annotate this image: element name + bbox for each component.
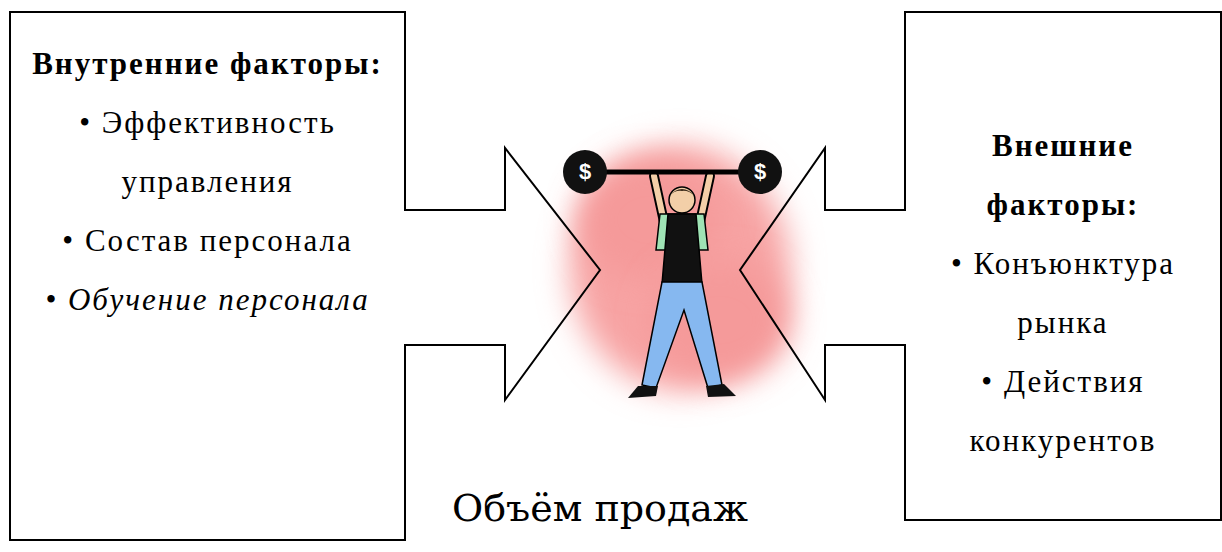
box-heading: Внутренние факторы: bbox=[32, 34, 383, 93]
factor-item: • Конъюнктура рынка bbox=[911, 234, 1215, 352]
box-heading: Внешние факторы: bbox=[911, 116, 1215, 234]
factor-item: • Эффективность управления bbox=[16, 93, 399, 211]
box-outline bbox=[10, 12, 405, 540]
dollar-sign: $ bbox=[754, 160, 766, 184]
factor-item: • Действия конкурентов bbox=[911, 352, 1215, 470]
factor-item: • Обучение персонала bbox=[45, 270, 369, 329]
factor-box: Внутренние факторы:• Эффективность управ… bbox=[10, 12, 405, 540]
dollar-sign: $ bbox=[579, 160, 591, 184]
factor-item: • Состав персонала bbox=[62, 211, 352, 270]
caption-text: Объём продаж bbox=[452, 488, 748, 530]
factor-box: Внешние факторы:• Конъюнктура рынка• Дей… bbox=[905, 12, 1221, 520]
